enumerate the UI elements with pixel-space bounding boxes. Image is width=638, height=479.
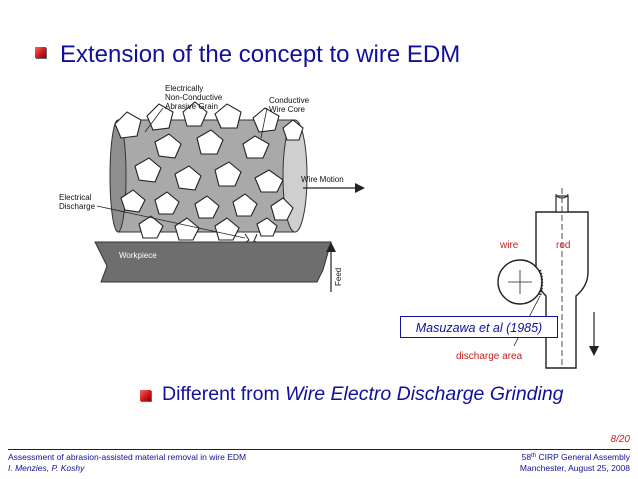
footer-right: 58th CIRP General Assembly Manchester, A… xyxy=(520,452,630,474)
citation-box: Masuzawa et al (1985) xyxy=(400,316,558,338)
page-number: 8/20 xyxy=(610,434,630,445)
label-conductive: Conductive xyxy=(269,96,310,105)
wire-label: wire xyxy=(500,240,519,251)
discharge-area-label: discharge area xyxy=(456,351,523,362)
subtitle-emphasis: Wire Electro Discharge Grinding xyxy=(285,383,564,405)
footer-conference: 58th CIRP General Assembly xyxy=(521,452,630,462)
footer-divider xyxy=(8,449,630,450)
abrasive-wire-edm-figure: Electrically Non-Conductive Abrasive Gra… xyxy=(55,82,380,295)
wire-rod-figure xyxy=(497,188,599,369)
label-discharge: Discharge xyxy=(59,202,96,211)
wire-motion-arrow-icon xyxy=(355,183,365,193)
footer-left: Assessment of abrasion-assisted material… xyxy=(8,452,246,474)
slide-title: Extension of the concept to wire EDM xyxy=(60,41,461,68)
discharge-area-hatch xyxy=(538,269,544,297)
title-bullet-icon xyxy=(35,47,46,58)
label-workpiece: Workpiece xyxy=(119,251,157,260)
footer-location-date: Manchester, August 25, 2008 xyxy=(519,463,630,473)
rod-feed-arrow-icon xyxy=(589,346,599,356)
label-wire-core: Wire Core xyxy=(269,105,306,114)
label-abrasive-grain: Abrasive Grain xyxy=(165,102,218,111)
label-feed: Feed xyxy=(334,268,343,286)
footer-presentation-title: Assessment of abrasion-assisted material… xyxy=(8,452,247,462)
label-non-conductive: Non-Conductive xyxy=(165,93,223,102)
slide-subtitle: Different from Wire Electro Discharge Gr… xyxy=(162,383,564,406)
subtitle-prefix: Different from xyxy=(162,383,286,405)
label-electrically: Electrically xyxy=(165,84,203,93)
feed-arrow-icon xyxy=(326,242,336,252)
footer-authors: I. Menzies, P. Koshy xyxy=(8,463,85,473)
workpiece-shape xyxy=(94,241,332,283)
label-wire-motion: Wire Motion xyxy=(301,175,344,184)
label-electrical: Electrical xyxy=(59,193,92,202)
subtitle-bullet-icon xyxy=(140,390,151,401)
rod-label: rod xyxy=(556,240,571,251)
abrasive-grains xyxy=(114,101,304,241)
